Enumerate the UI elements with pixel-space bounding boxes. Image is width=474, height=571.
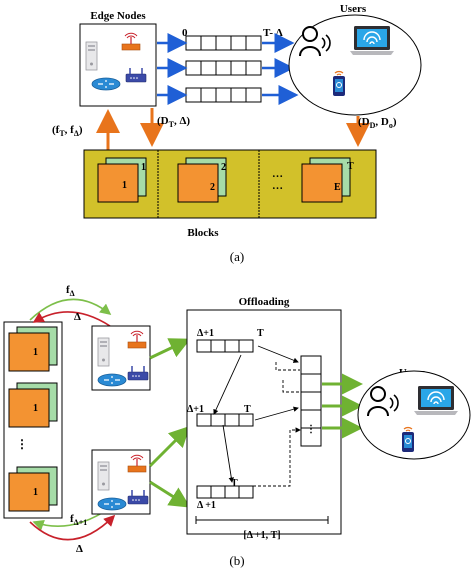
- queue1-to-queue2-arrow: [213, 354, 242, 415]
- queue2-start-label: Δ+1: [187, 404, 204, 415]
- queue1-start-label: Δ+1: [197, 328, 214, 339]
- blocks-vertical-ellipsis: ⋮: [16, 437, 28, 451]
- offloading-title: Offloading: [239, 296, 290, 308]
- router-icon: [97, 497, 127, 511]
- bottom-node-arrow-down: [149, 480, 191, 508]
- block-2-front-label: 2: [210, 182, 215, 193]
- queue-cell: [245, 35, 262, 51]
- queue-cell: [245, 60, 262, 76]
- queue2-to-buffer-arrow: [254, 406, 299, 421]
- queue-cell: [224, 339, 240, 353]
- queue-cell: [196, 485, 212, 499]
- users-title: Users: [340, 3, 367, 15]
- queue-cell: [196, 413, 212, 427]
- output-buffer: [300, 355, 322, 447]
- queue-cell: [215, 87, 232, 103]
- server-icon: [85, 41, 98, 71]
- router-icon: [91, 77, 121, 91]
- blocks-ellipsis-bottom: …: [272, 180, 283, 192]
- block-1-front-label: 1: [122, 180, 127, 191]
- queue-cell: [224, 413, 240, 427]
- offload-queue-3: [196, 485, 254, 499]
- edge-nodes-title: Edge Nodes: [90, 10, 146, 22]
- bottom-back-arrow: [29, 514, 116, 541]
- queue-cell: [215, 35, 232, 51]
- block-e-front-label: E: [334, 182, 341, 193]
- queue-cell: [245, 87, 262, 103]
- users-arrow-label: (DD, Do): [358, 116, 397, 130]
- panel-b: 1 1 ⋮ 1 fΔ Δ fΔ+1 Δ: [3, 284, 471, 568]
- top-back-arrow: [32, 311, 111, 327]
- queue-cell: [215, 60, 232, 76]
- queue-cell: [238, 413, 254, 427]
- router-icon: [97, 373, 127, 387]
- blocks-label: Blocks: [187, 227, 219, 239]
- down-arrow-label: (DT, Δ): [157, 115, 190, 129]
- block-b-2-label: 1: [33, 403, 38, 414]
- panel-a: Edge Nodes 0 T- Δ Users (fT, fΔ): [52, 3, 422, 264]
- block-e-back-label: T: [347, 161, 354, 172]
- queue-cell: [300, 373, 322, 393]
- queue2-end-label: T: [244, 404, 251, 415]
- queue2-to-queue3-arrow: [222, 424, 234, 483]
- queue-1: [185, 35, 262, 51]
- queue-cell: [230, 35, 247, 51]
- queue-cell: [200, 87, 217, 103]
- queue3-start-label: Δ +1: [197, 500, 216, 511]
- range-label: [Δ +1, T]: [243, 530, 280, 541]
- queue-cell: [210, 413, 226, 427]
- top-node-arrow: [149, 338, 191, 360]
- offload-queue-2: [196, 413, 254, 427]
- block-e: T E: [301, 157, 354, 203]
- dashed-link: [282, 380, 300, 393]
- blocks-ellipsis-top: …: [272, 168, 283, 180]
- queue-cell: [210, 339, 226, 353]
- queue-cell: [300, 427, 322, 447]
- bottom-node-arrow-up: [148, 425, 191, 468]
- block-2-back-label: 2: [221, 162, 226, 173]
- block-b-1-label: 1: [33, 347, 38, 358]
- queue3-to-buffer-arrow: [248, 427, 301, 487]
- queue-cell: [210, 485, 226, 499]
- queue-cell: [238, 339, 254, 353]
- caption-b: (b): [229, 553, 244, 568]
- block-b-3: 1: [8, 466, 58, 512]
- queue-cell: [185, 35, 202, 51]
- caption-a: (a): [230, 249, 244, 264]
- queue-2: [185, 60, 262, 76]
- block-1-back-label: 1: [141, 162, 146, 173]
- up-arrow-label: (fT, fΔ): [52, 124, 83, 138]
- queue-end-label: T- Δ: [263, 27, 283, 39]
- block-b-1: 1: [8, 326, 58, 372]
- server-icon: [97, 337, 110, 367]
- queue-cell: [185, 87, 202, 103]
- queues: 0 T- Δ: [157, 27, 299, 105]
- top-forward-label: fΔ: [66, 284, 75, 298]
- queue-3: [185, 87, 262, 103]
- dashed-link: [275, 362, 300, 371]
- queue-cell: [300, 391, 322, 411]
- block-b-3-label: 1: [33, 487, 38, 498]
- block-1: 1 1: [97, 157, 147, 203]
- queue1-end-label: T: [257, 328, 264, 339]
- block-b-2: 1: [8, 382, 58, 428]
- queue-cell: [196, 339, 212, 353]
- bottom-back-label: Δ: [76, 543, 83, 555]
- queue-cell: [300, 355, 322, 375]
- queue1-to-buffer-arrow: [257, 345, 299, 363]
- queue-cell: [200, 60, 217, 76]
- queue-cell: [238, 485, 254, 499]
- offload-queue-1: [196, 339, 254, 353]
- server-icon: [97, 461, 110, 491]
- top-back-label: Δ: [74, 311, 81, 323]
- block-2: 2 2: [177, 157, 227, 203]
- queue-cell: [230, 60, 247, 76]
- queue-cell: [200, 35, 217, 51]
- queue-cell: [185, 60, 202, 76]
- bottom-forward-label: fΔ+1: [70, 513, 87, 527]
- buffer-ellipsis: ⋮: [306, 424, 316, 435]
- queue-cell: [230, 87, 247, 103]
- queue3-end-label: T: [231, 478, 238, 489]
